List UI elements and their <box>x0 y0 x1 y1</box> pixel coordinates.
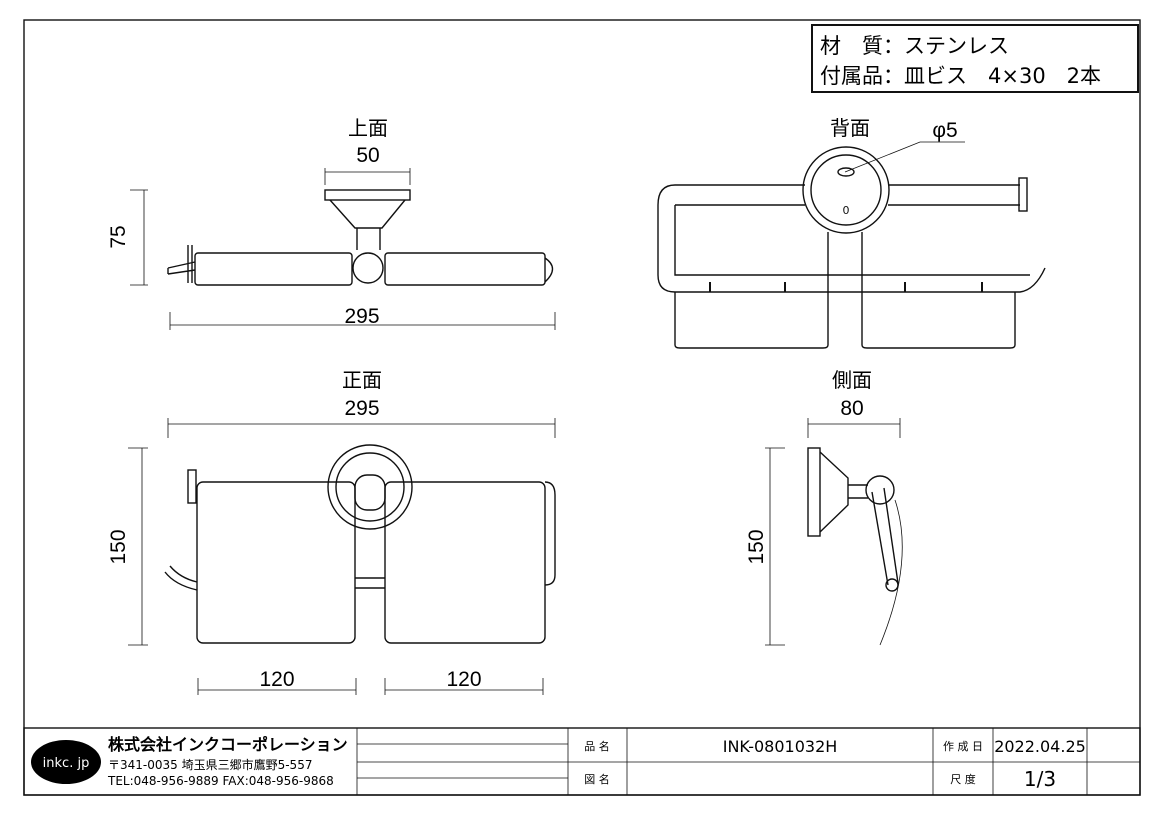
side-view-title: 側面 <box>832 368 872 392</box>
back-view: 背面 φ5 0 <box>657 116 1046 349</box>
top-view-title: 上面 <box>348 116 388 140</box>
scale-value: 1/3 <box>1024 767 1056 791</box>
back-view-title: 背面 <box>830 116 870 140</box>
front-dim-295: 295 <box>344 397 379 420</box>
front-view-title: 正面 <box>342 368 382 392</box>
logo-text: inkc. jp <box>43 756 90 771</box>
side-dim-80: 80 <box>840 397 863 420</box>
back-hole-dim: φ5 <box>932 119 957 142</box>
drawing-border <box>23 19 1141 796</box>
top-view: 上面 50 295 75 <box>107 116 556 330</box>
company-logo <box>31 740 101 784</box>
spec-box: 材 質：ステンレス 付属品：皿ビス 4×30 2本 <box>811 24 1139 93</box>
top-dim-75: 75 <box>107 225 130 248</box>
top-dim-50: 50 <box>356 144 379 167</box>
company-contact: TEL:048-956-9889 FAX:048-956-9868 <box>107 774 334 788</box>
title-block: inkc. jp 株式会社インクコーポレーション 〒341-0035 埼玉県三郷… <box>23 727 1141 796</box>
front-dim-150: 150 <box>107 529 130 564</box>
product-name-value: INK-0801032H <box>723 737 838 756</box>
front-dim-120-right: 120 <box>446 668 481 691</box>
front-view: 正面 295 150 120 120 <box>107 368 556 695</box>
date-label: 作 成 日 <box>943 740 983 753</box>
spec-accessories: 付属品：皿ビス 4×30 2本 <box>820 64 1101 88</box>
spec-material: 材 質：ステンレス <box>820 34 1009 58</box>
scale-label: 尺 度 <box>950 772 976 786</box>
drawing-name-label: 図 名 <box>584 772 610 786</box>
company-name: 株式会社インクコーポレーション <box>108 735 348 754</box>
svg-text:0: 0 <box>843 204 850 217</box>
side-view: 側面 80 150 <box>745 368 903 646</box>
top-dim-295: 295 <box>344 305 379 328</box>
date-value: 2022.04.25 <box>994 737 1086 756</box>
product-name-label: 品 名 <box>584 739 610 753</box>
front-dim-120-left: 120 <box>259 668 294 691</box>
side-dim-150: 150 <box>745 529 768 564</box>
company-address: 〒341-0035 埼玉県三郷市鷹野5-557 <box>108 757 312 772</box>
